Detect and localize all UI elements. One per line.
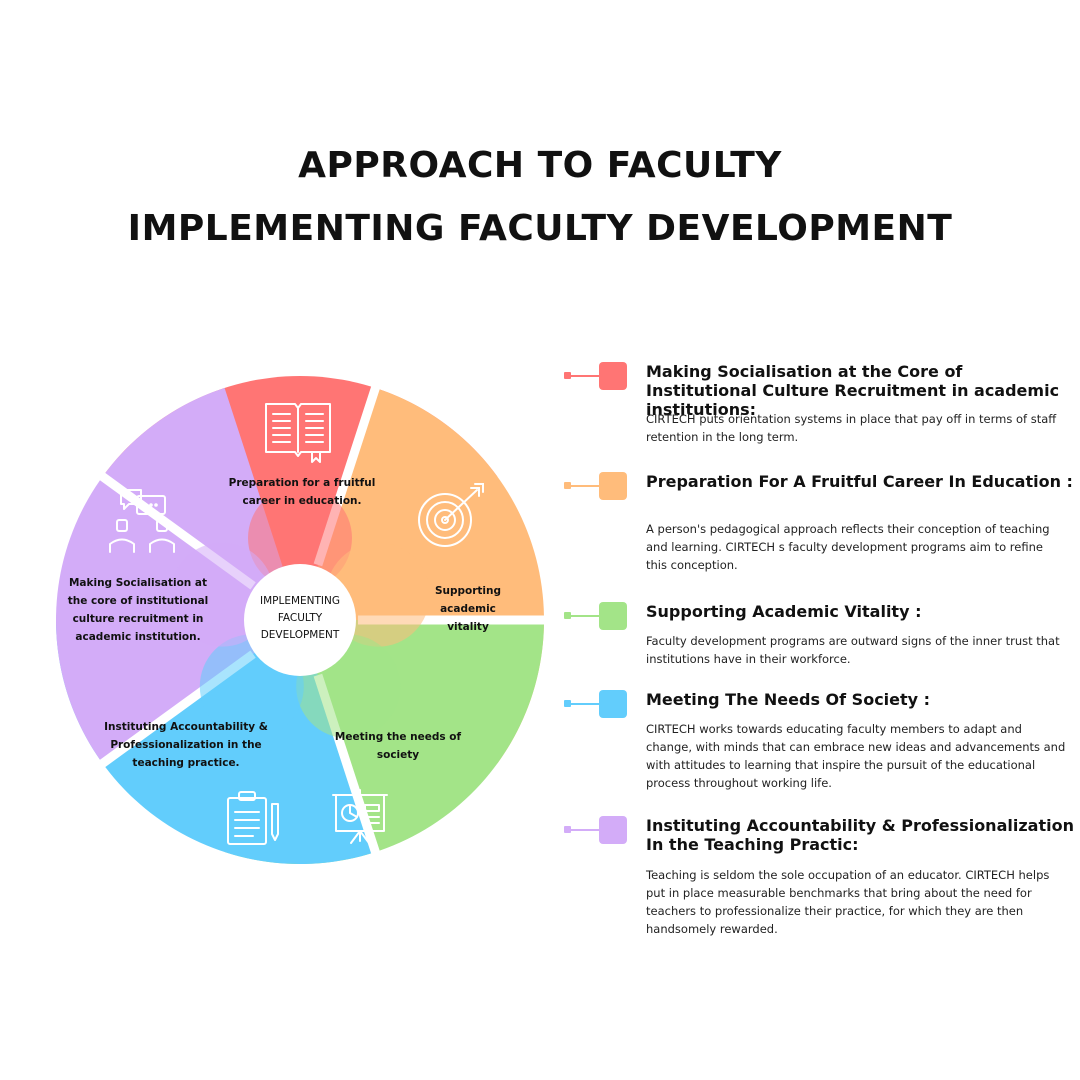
item-heading: Meeting The Needs Of Society : bbox=[646, 690, 931, 709]
segment-label-vitality: academic bbox=[440, 603, 496, 615]
item-body: CIRTECH puts orientation systems in plac… bbox=[646, 412, 1057, 444]
color-square bbox=[599, 690, 627, 718]
item-heading: Supporting Academic Vitality : bbox=[646, 602, 922, 621]
title-line-2: IMPLEMENTING FACULTY DEVELOPMENT bbox=[127, 208, 953, 249]
segment-label-socialisation: Making Socialisation at bbox=[69, 577, 207, 589]
connector-marker bbox=[560, 362, 630, 390]
segment-label-vitality: vitality bbox=[447, 621, 489, 633]
item-heading: Preparation For A Fruitful Career In Edu… bbox=[646, 472, 1073, 491]
segment-label-society: society bbox=[377, 749, 419, 761]
segment-label-socialisation: culture recruitment in bbox=[73, 613, 204, 625]
color-square bbox=[599, 472, 627, 500]
connector-dot bbox=[564, 826, 571, 833]
segment-label-career: career in education. bbox=[242, 495, 361, 507]
hub-circle bbox=[244, 564, 356, 676]
connector-line bbox=[570, 485, 600, 487]
connector-dot bbox=[564, 372, 571, 379]
item-body: Faculty development programs are outward… bbox=[646, 634, 1060, 666]
item-heading: Making Socialisation at the Core of Inst… bbox=[646, 362, 1060, 419]
segment-label-vitality: Supporting bbox=[435, 585, 501, 597]
people-chat-icon bbox=[109, 489, 175, 553]
segment-label-career: Preparation for a fruitful bbox=[229, 477, 376, 489]
target-icon bbox=[418, 483, 484, 547]
segment-label-socialisation: academic institution. bbox=[75, 631, 200, 643]
title-line-1: APPROACH TO FACULTY bbox=[298, 145, 782, 186]
connector-line bbox=[570, 615, 600, 617]
hub-label-line: IMPLEMENTING bbox=[260, 595, 340, 607]
connector-dot bbox=[564, 612, 571, 619]
connector-dot bbox=[564, 700, 571, 707]
presentation-board-icon bbox=[332, 789, 388, 844]
color-square bbox=[599, 362, 627, 390]
segment-label-accountability: teaching practice. bbox=[132, 757, 239, 769]
segment-label-society: Meeting the needs of bbox=[335, 731, 462, 743]
connector-marker bbox=[560, 816, 630, 844]
hub-label-line: FACULTY bbox=[278, 612, 323, 624]
connector-line bbox=[570, 375, 600, 377]
item-body: CIRTECH works towards educating faculty … bbox=[646, 722, 1066, 790]
item-body: Teaching is seldom the sole occupation o… bbox=[646, 868, 1050, 936]
segment-label-accountability: Instituting Accountability & bbox=[104, 721, 268, 733]
hub-label-line: DEVELOPMENT bbox=[261, 629, 340, 641]
connector-line bbox=[570, 829, 600, 831]
item-body: A person's pedagogical approach reflects… bbox=[646, 522, 1050, 572]
open-book-icon bbox=[265, 403, 331, 463]
connector-marker bbox=[560, 602, 630, 630]
segment-label-socialisation: the core of institutional bbox=[68, 595, 209, 607]
connector-dot bbox=[564, 482, 571, 489]
color-square bbox=[599, 816, 627, 844]
hub-bubble-career bbox=[248, 486, 352, 590]
connector-marker bbox=[560, 472, 630, 500]
connector-line bbox=[570, 703, 600, 705]
connector-marker bbox=[560, 690, 630, 718]
clipboard-pencil-icon bbox=[227, 791, 279, 845]
item-heading: Instituting Accountability & Professiona… bbox=[646, 816, 1074, 854]
segment-label-accountability: Professionalization in the bbox=[110, 739, 261, 751]
color-square bbox=[599, 602, 627, 630]
